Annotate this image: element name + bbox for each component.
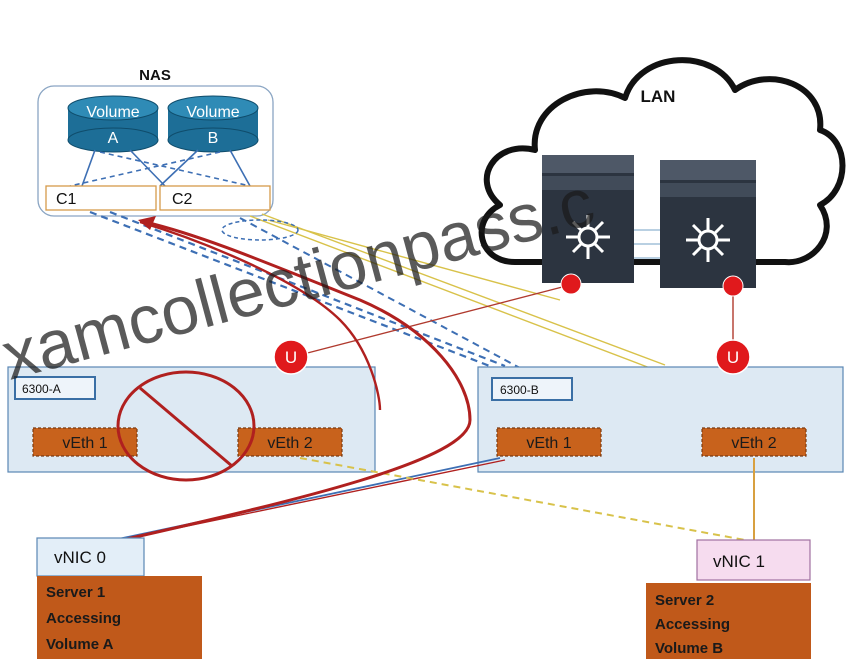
vnic1-box xyxy=(696,539,811,581)
controller-c1-label: C1 xyxy=(56,191,77,208)
fabric-b-label: 6300-B xyxy=(500,383,539,397)
fabric-a-veth2 xyxy=(237,427,343,457)
vnic0-label: vNIC 0 xyxy=(54,548,106,567)
uplink-badge-b: U xyxy=(715,339,751,375)
fabric-b-veth2 xyxy=(701,427,807,457)
nas-title: NAS xyxy=(139,67,171,84)
volume-b-label-1: Volume xyxy=(186,104,239,121)
uplink-badge-a: U xyxy=(273,339,309,375)
fabric-b-veth2-label: vEth 2 xyxy=(731,435,776,452)
fabric-a-veth2-label: vEth 2 xyxy=(267,435,312,452)
volume-a-label-1: Volume xyxy=(86,104,139,121)
traffic-path-loop xyxy=(139,220,382,411)
fabric-a-veth1-label: vEth 1 xyxy=(62,435,107,452)
volume-a-label-2: A xyxy=(108,130,119,147)
no-entry-icon xyxy=(116,370,256,482)
vnic1-label: vNIC 1 xyxy=(713,552,765,571)
server2-box xyxy=(646,583,811,659)
server1-box xyxy=(37,576,202,659)
server1-line1: Server 1 xyxy=(46,584,105,601)
nas-internal-links xyxy=(69,149,251,187)
fabric-a-label: 6300-A xyxy=(22,382,61,396)
fabric-a-label-box xyxy=(14,376,96,400)
server2-line3: Volume B xyxy=(655,640,723,657)
switch-left-icon xyxy=(542,155,634,283)
controller-c2-label: C2 xyxy=(172,191,193,208)
switch-right-port-dot xyxy=(722,275,744,297)
volume-a-disk-icon xyxy=(67,95,159,153)
server2-line1: Server 2 xyxy=(655,592,714,609)
fabric-b-label-box xyxy=(491,377,573,401)
server1-line3: Volume A xyxy=(46,636,114,653)
port-channel-ellipse xyxy=(221,219,299,241)
controller-c1 xyxy=(45,185,157,211)
fabric-b-veth1-label: vEth 1 xyxy=(526,435,571,452)
uplink-badge-b-label: U xyxy=(727,348,739,367)
volume-b-disk-icon xyxy=(167,95,259,153)
nas-group: NAS Volume A Volume B C1 C2 xyxy=(37,67,274,217)
fabric-b-veth1 xyxy=(496,427,602,457)
nas-to-fabric-links xyxy=(89,210,666,372)
uplink-badge-a-label: U xyxy=(285,348,297,367)
switch-right-icon xyxy=(660,160,756,288)
switch-left-port-dot xyxy=(560,273,582,295)
lan-label: LAN xyxy=(641,87,676,106)
traffic-path-arrow xyxy=(99,220,472,547)
server2-line2: Accessing xyxy=(655,616,730,633)
server1-line2: Accessing xyxy=(46,610,121,627)
controller-c2 xyxy=(159,185,271,211)
switch-interlinks xyxy=(634,229,660,259)
volume-b-label-2: B xyxy=(208,130,219,147)
